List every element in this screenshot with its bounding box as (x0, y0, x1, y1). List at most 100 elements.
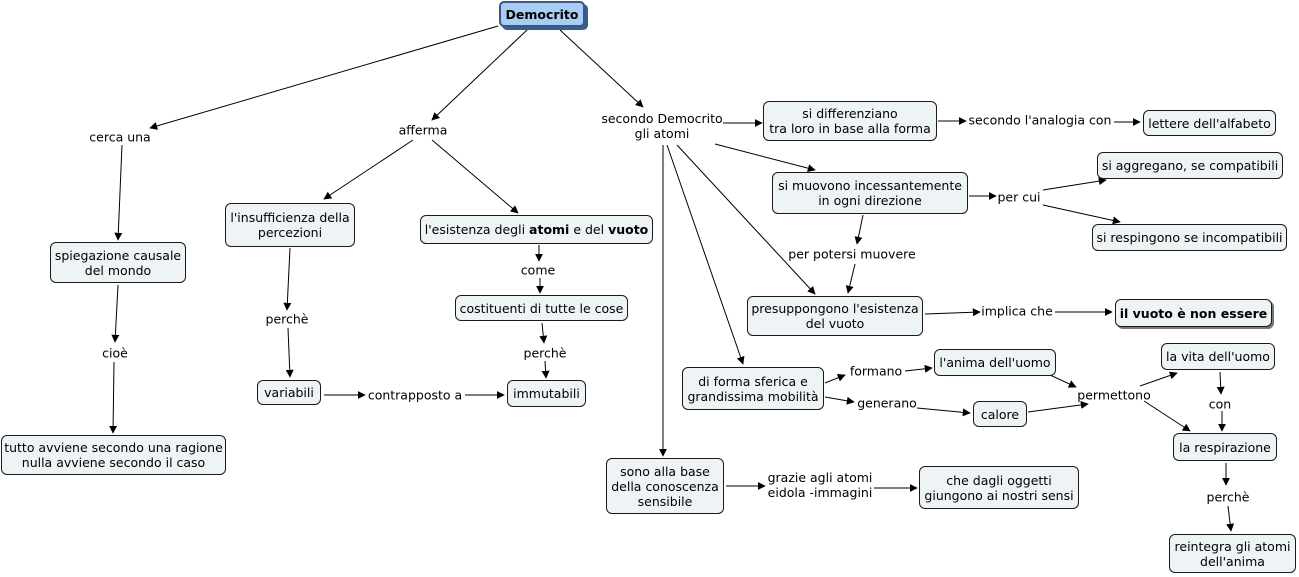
arrow (1042, 177, 1107, 191)
node-vita[interactable]: la vita dell'uomo (1161, 343, 1275, 370)
node-text: grandissima mobilità (687, 388, 819, 404)
arrow (845, 263, 856, 294)
node-text: lettere dell'alfabeto (1148, 115, 1271, 131)
node-tutto[interactable]: tutto avviene secondo una ragione nulla … (1, 435, 226, 475)
arrow (323, 139, 414, 200)
node-text: l'esistenza degli atomi e del vuoto (425, 222, 649, 237)
label-text: grazie agli atomi (767, 470, 873, 485)
node-text: variabili (264, 385, 314, 400)
node-differenziano[interactable]: si differenziano tra loro in base alla f… (763, 101, 937, 141)
arrow (676, 144, 816, 295)
arrow (541, 360, 550, 379)
label-secondo: secondo Democrito gli atomi (601, 111, 722, 141)
node-muovono[interactable]: si muovono incessantemente in ogni direz… (772, 172, 968, 214)
root-label: Democrito (505, 6, 579, 22)
node-text: percezioni (257, 225, 323, 240)
arrow (714, 143, 816, 173)
root-node[interactable]: Democrito (499, 1, 585, 27)
node-text: l'anima dell'uomo (939, 355, 1051, 370)
node-lettere[interactable]: lettere dell'alfabeto (1143, 110, 1276, 136)
arrow (916, 407, 971, 417)
arrow (149, 25, 499, 130)
arrow (666, 144, 745, 365)
label-cerca: cerca una (89, 129, 151, 145)
esistenza-text: l'esistenza degli (424, 222, 530, 237)
node-oggetti[interactable]: che dagli oggetti giungono ai nostri sen… (919, 466, 1079, 509)
label-con: con (1208, 396, 1232, 412)
arrow (431, 29, 528, 121)
node-text: sensibile (637, 493, 693, 509)
label-contrapposto: contrapposto a (367, 387, 463, 403)
label-text: gli atomi (634, 126, 690, 141)
node-esistenza[interactable]: l'esistenza degli atomi e del vuoto (420, 215, 653, 244)
node-aggregano[interactable]: si aggregano, se compatibili (1097, 152, 1283, 179)
label-text: eidola -immagini (767, 485, 873, 500)
node-spiegazione[interactable]: spiegazione causale del mondo (50, 242, 186, 283)
node-insufficienza[interactable]: l'insufficienza della percezioni (225, 203, 355, 247)
arrow (1216, 371, 1225, 395)
node-text: nulla avviene secondo il caso (21, 455, 206, 470)
node-base[interactable]: sono alla base della conoscenza sensibil… (606, 458, 724, 514)
label-grazie: grazie agli atomi eidola -immagini (768, 470, 873, 500)
node-calore[interactable]: calore (973, 401, 1027, 427)
node-text: l'insufficienza della (230, 210, 350, 225)
label-text: secondo Democrito (601, 111, 723, 126)
label-perche-2: perchè (523, 345, 567, 361)
node-sferica[interactable]: di forma sferica e grandissima mobilità (682, 367, 824, 410)
node-respirazione[interactable]: la respirazione (1173, 433, 1277, 461)
node-text: di forma sferica e (698, 373, 808, 389)
node-text: del vuoto (805, 316, 865, 331)
node-presuppongono[interactable]: presuppongono l'esistenza del vuoto (747, 296, 923, 336)
node-text: la vita dell'uomo (1166, 349, 1270, 364)
node-text: giungono ai nostri sensi (924, 487, 1074, 503)
node-reintegra[interactable]: reintegra gli atomi dell'anima (1169, 534, 1296, 573)
arrow (1143, 400, 1191, 432)
node-respingono[interactable]: si respingono se incompatibili (1092, 224, 1287, 251)
arrow (539, 322, 548, 344)
node-text: il vuoto è non essere (1119, 305, 1268, 321)
node-text: del mondo (84, 262, 152, 278)
arrow (109, 361, 118, 434)
node-text: immutabili (513, 386, 580, 401)
arrow (1226, 505, 1235, 532)
node-immutabili[interactable]: immutabili (507, 380, 586, 407)
label-come: come (520, 262, 556, 278)
node-text: si differenziano (802, 106, 898, 121)
label-potersi: per potersi muovere (788, 246, 916, 262)
node-text: presuppongono l'esistenza (751, 301, 919, 316)
node-text: in ogni direzione (818, 193, 922, 208)
label-permettono: permettono (1077, 387, 1151, 403)
node-text: tra loro in base alla forma (769, 121, 931, 136)
node-text: si aggregano, se compatibili (1101, 158, 1279, 173)
node-text: costituenti di tutte le cose (459, 300, 624, 316)
node-text: della conoscenza (611, 478, 719, 494)
node-text: spiegazione causale (54, 247, 182, 263)
arrow (559, 29, 644, 108)
node-anima[interactable]: l'anima dell'uomo (934, 349, 1056, 376)
arrow (1042, 204, 1121, 225)
arrow (854, 214, 864, 245)
label-percui: per cui (997, 189, 1041, 205)
esistenza-mid: e del (569, 222, 609, 237)
label-implica: implica che (981, 303, 1053, 319)
arrow (1139, 371, 1178, 387)
node-variabili[interactable]: variabili (257, 380, 321, 405)
node-text: si respingono se incompatibili (1096, 230, 1283, 245)
node-text: la respirazione (1179, 439, 1271, 455)
node-text: si muovono incessantemente (778, 178, 962, 193)
arrow (283, 247, 292, 311)
label-perche-1: perchè (265, 311, 309, 327)
node-nonessere[interactable]: il vuoto è non essere (1115, 299, 1272, 327)
vuoto-text: vuoto (608, 222, 649, 237)
label-formano: formano (849, 363, 903, 379)
node-text: dell'anima (1200, 553, 1265, 569)
node-text: che dagli oggetti (946, 472, 1052, 488)
node-costituenti[interactable]: costituenti di tutte le cose (455, 295, 628, 321)
arrow (285, 327, 294, 378)
arrow (924, 308, 981, 317)
arrow (1049, 374, 1077, 388)
arrow (904, 364, 933, 373)
node-text: sono alla base (620, 463, 710, 479)
node-text: tutto avviene secondo una ragione (4, 440, 223, 455)
